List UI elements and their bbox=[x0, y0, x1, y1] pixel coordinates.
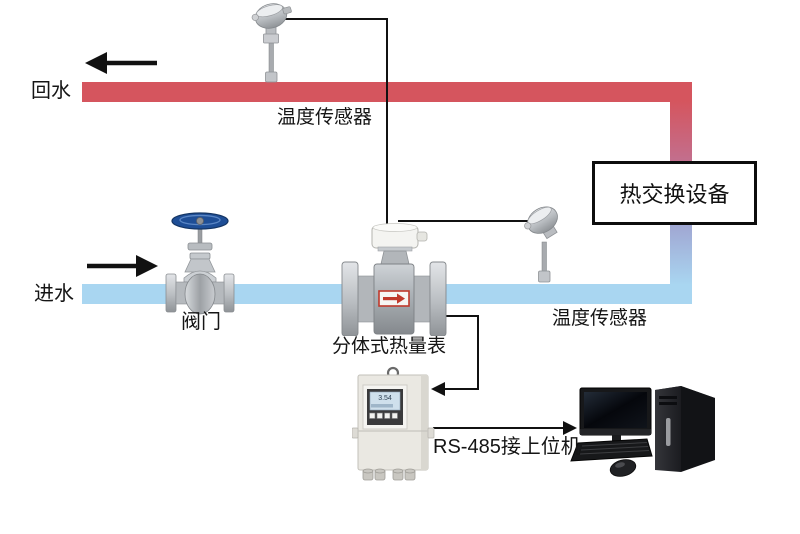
return-flow-arrow bbox=[85, 52, 157, 74]
inlet-pipe-label: 进水 bbox=[34, 283, 74, 305]
temperature-sensor-bottom-icon bbox=[524, 206, 558, 283]
heat-exchanger-label: 热交换设备 bbox=[619, 182, 730, 207]
inlet-flow-arrow bbox=[87, 255, 158, 277]
cable-glands bbox=[362, 468, 416, 481]
heat-exchanger-box: 热交换设备 bbox=[592, 161, 757, 225]
wire-sensor1-to-meter bbox=[283, 18, 388, 230]
controller-lcd-value: 3.54 bbox=[378, 395, 392, 402]
return-pipe-label: 回水 bbox=[31, 80, 71, 102]
rs485-label: RS-485接上位机 bbox=[433, 436, 581, 458]
temp-sensor-top-label: 温度传感器 bbox=[277, 107, 373, 128]
temperature-sensor-top-icon bbox=[251, 3, 292, 83]
temp-sensor-bottom-label: 温度传感器 bbox=[552, 308, 648, 329]
computer-icon bbox=[570, 386, 715, 477]
valve-icon bbox=[165, 212, 235, 315]
flow-direction-arrow bbox=[383, 293, 405, 304]
controller-icon: 3.54 bbox=[352, 366, 435, 481]
valve-label: 阀门 bbox=[181, 311, 221, 333]
flow-meter-label: 分体式热量表 bbox=[332, 336, 447, 357]
arrowhead-to-computer bbox=[563, 421, 577, 435]
wire-meter-to-controller bbox=[438, 315, 479, 390]
flow-meter-icon bbox=[341, 223, 447, 336]
arrowhead-into-controller bbox=[431, 382, 445, 396]
